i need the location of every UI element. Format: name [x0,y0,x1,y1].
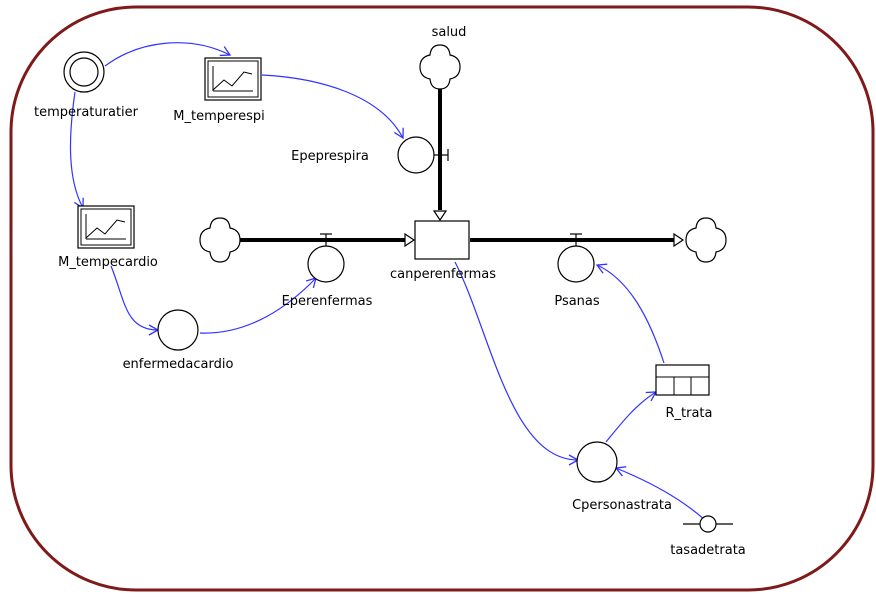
epeprespira-label: Epeprespira [291,149,369,164]
connector-m-tempecardio-to-enfermedacardio [110,265,160,336]
converter-small-circle-icon [699,515,717,533]
connector-r-trata-to-psanas [595,263,665,364]
converter-inner-circle-icon [69,57,99,87]
valve-circle-icon [397,136,435,174]
flow-epeprespira[interactable] [397,136,449,174]
cloud-left-icon[interactable] [199,217,241,263]
converter-enfermedacardio[interactable] [157,309,199,351]
graph-line-icon [85,219,126,239]
valve-circle-icon [307,245,345,283]
flow-eperenfermas[interactable] [307,233,345,283]
pipe-left-arrowhead [404,232,416,248]
connector-temperaturatier-to-m-temperespi [104,42,232,67]
cloud-right-icon[interactable] [685,217,727,263]
cpersonastrata-label: Cpersonastrata [572,498,672,513]
graph-line-icon [212,71,253,91]
connector-canperenfermas-to-cpersonastrata [454,261,580,466]
converter-tasadetrata[interactable] [683,515,733,533]
graph-m-temperespi[interactable] [204,57,262,101]
connector-enfermedacardio-to-eperenfermas [199,277,317,334]
graph-m-tempecardio[interactable] [77,205,135,249]
stock-canperenfermas[interactable] [414,220,470,260]
connector-m-temperespi-to-epeprespira [261,74,404,140]
r-trata-label: R_trata [665,406,712,421]
connectors [69,42,706,521]
table-r-trata[interactable] [655,364,710,396]
eperenfermas-label: Eperenfermas [282,294,373,309]
temperaturatier-label: temperaturatier [34,105,139,120]
enfermedacardio-label: enfermedacardio [123,357,234,372]
converter-cpersonastrata[interactable] [576,441,618,483]
connector-tasadetrata-to-cpersonastrata [614,466,706,521]
canperenfermas-label: canperenfermas [390,267,496,282]
pipe-salud-arrowhead [432,210,448,222]
flow-pipes [240,88,685,248]
salud-label: salud [432,25,467,40]
connector-cpersonastrata-to-r-trata [605,391,658,443]
converter-circle-icon [157,309,199,351]
pipe-right-arrowhead [673,232,685,248]
sector-frame [9,5,875,592]
tasadetrata-label: tasadetrata [670,543,746,558]
cloud-salud-icon[interactable] [419,44,461,90]
converter-circle-icon [576,441,618,483]
psanas-label: Psanas [554,294,600,309]
converter-temperaturatier[interactable] [63,51,105,93]
valve-circle-icon [557,245,595,283]
flow-psanas[interactable] [557,233,595,283]
connector-temperaturatier-to-m-tempecardio [69,91,84,210]
m-temperespi-label: M_temperespi [173,109,264,124]
m-tempecardio-label: M_tempecardio [58,255,158,270]
stock-box-icon [414,220,470,260]
